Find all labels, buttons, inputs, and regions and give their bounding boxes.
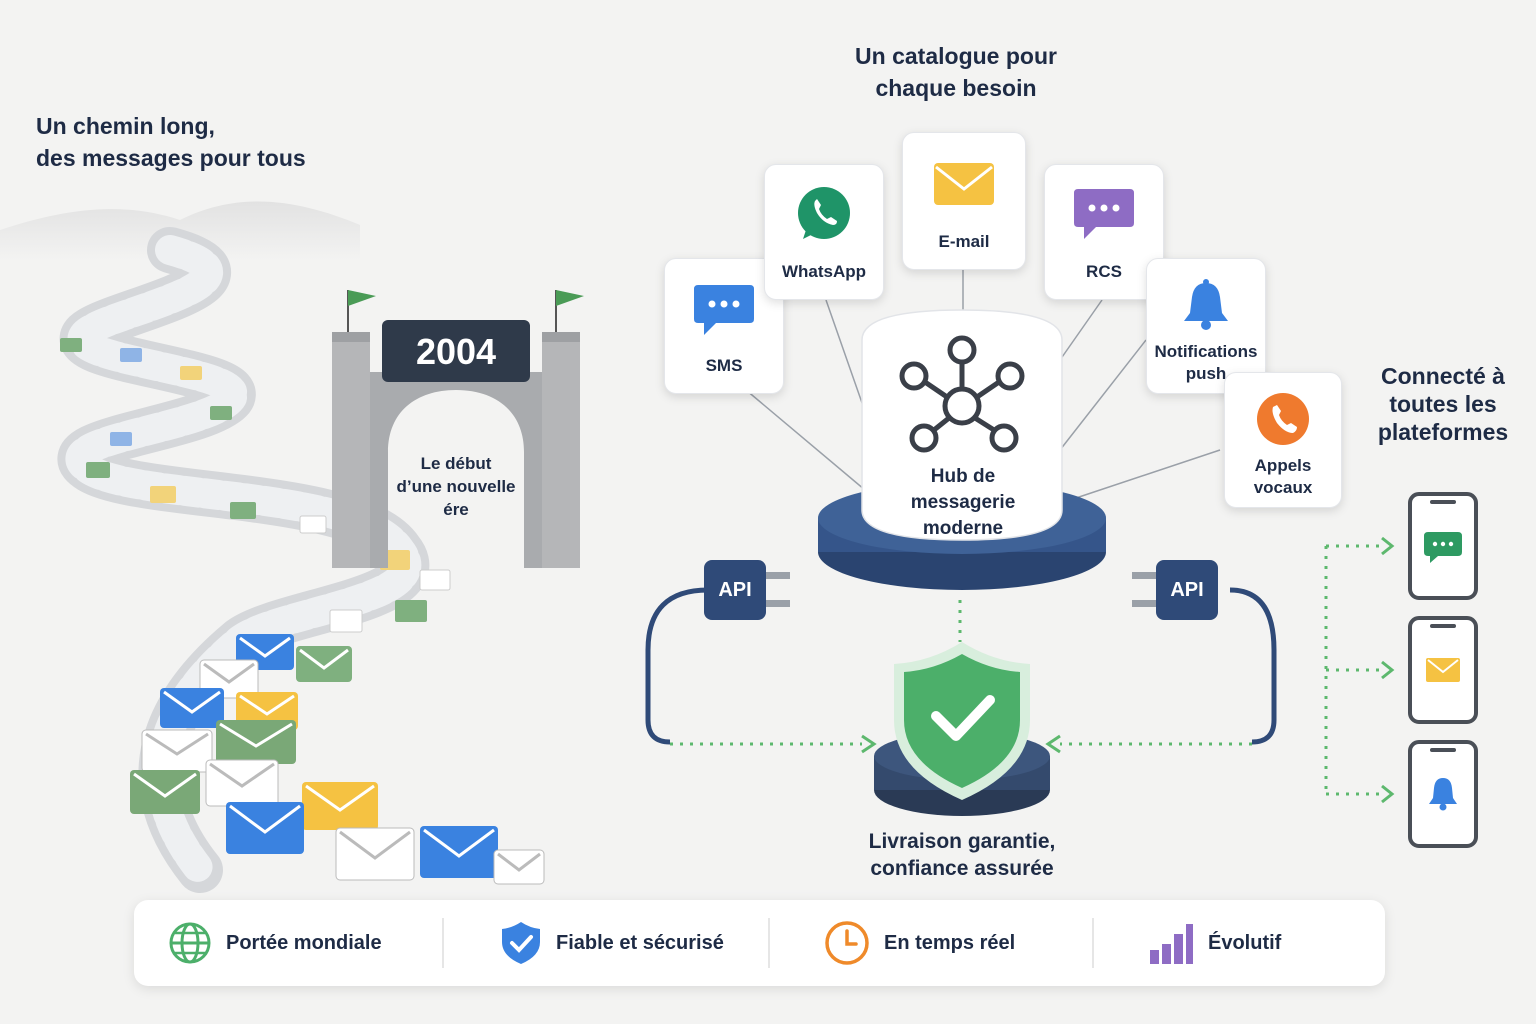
- chat-bubble-icon: [694, 285, 754, 335]
- channel-card-email[interactable]: E-mail: [902, 132, 1026, 270]
- feature-divider: [442, 918, 444, 968]
- flag-icon: [555, 290, 584, 332]
- channel-label-voice-line2: vocaux: [1253, 478, 1313, 497]
- channel-card-rcs[interactable]: RCS: [1044, 164, 1164, 300]
- api-left-label: API: [718, 579, 752, 601]
- left-cable: [645, 587, 709, 745]
- channel-label-push-line1: Notifications: [1154, 342, 1258, 361]
- far-envelopes: [60, 338, 451, 633]
- chat-bubble-icon: [1074, 189, 1134, 239]
- network-hub-icon: [899, 335, 1025, 453]
- right-api-plug: [1132, 560, 1218, 620]
- feature-scalable: Évolutif: [1148, 900, 1281, 986]
- channel-label-whatsapp: WhatsApp: [781, 262, 867, 281]
- left-api-plug: [704, 560, 790, 620]
- hub-label-line1: Hub de: [930, 466, 996, 487]
- channel-card-voice[interactable]: Appels vocaux: [1224, 372, 1342, 508]
- flag-icon: [347, 290, 376, 332]
- bar-chart-icon: [1150, 924, 1193, 964]
- channel-label-push-line2: push: [1185, 364, 1227, 383]
- gate-caption: Le début d’une nouvelle ére: [386, 452, 526, 521]
- road-title-line2: des messages pour tous: [36, 145, 306, 171]
- gate-2004: [332, 290, 584, 568]
- gate-caption-line2: d’une nouvelle: [396, 477, 516, 496]
- platforms-title-line2: toutes les: [1389, 391, 1497, 417]
- gate-caption-line3: ére: [443, 500, 469, 519]
- feature-bar: Portée mondiale Fiable et sécurisé En te…: [134, 900, 1385, 986]
- feature-real-time: En temps réel: [824, 900, 1015, 986]
- shield-icon: [502, 922, 540, 964]
- gate-caption-line1: Le début: [420, 454, 492, 473]
- channel-label-voice: Appels vocaux: [1254, 455, 1313, 499]
- feature-global-reach: Portée mondiale: [168, 900, 382, 986]
- platforms-title: Connecté à toutes les plateformes: [1368, 362, 1518, 446]
- platform-devices: [1324, 492, 1478, 848]
- catalog-title-line2: chaque besoin: [875, 75, 1037, 101]
- catalog-title-line1: Un catalogue pour: [855, 43, 1057, 69]
- bell-icon: [1429, 778, 1457, 811]
- feature-label-global: Portée mondiale: [226, 931, 382, 954]
- hub-label-line2: messagerie: [910, 492, 1016, 513]
- hub-label-line3: moderne: [922, 518, 1004, 539]
- delivery-label: Livraison garantie, confiance assurée: [840, 828, 1084, 882]
- feature-reliable-secure: Fiable et sécurisé: [500, 900, 724, 986]
- road-title: Un chemin long, des messages pour tous: [36, 110, 306, 174]
- whatsapp-icon: [798, 187, 850, 239]
- globe-icon: [169, 922, 211, 964]
- platforms-title-line3: plateformes: [1377, 419, 1509, 445]
- feature-label-secure: Fiable et sécurisé: [556, 931, 724, 954]
- channel-label-voice-line1: Appels: [1254, 456, 1312, 475]
- api-delivery-diagram: [645, 560, 1277, 816]
- chat-bubble-icon: [1424, 532, 1462, 563]
- near-envelopes: [130, 634, 545, 885]
- clock-icon: [825, 921, 869, 965]
- catalog-title: Un catalogue pour chaque besoin: [820, 40, 1092, 104]
- hub-label: Hub de messagerie moderne: [880, 464, 1046, 542]
- device-flow-lines: [1324, 544, 1382, 796]
- channel-label-email: E-mail: [938, 232, 990, 251]
- channel-label-push: Notifications push: [1155, 341, 1258, 385]
- delivery-label-line2: confiance assurée: [870, 857, 1054, 880]
- messaging-hub: [818, 309, 1106, 590]
- feature-divider: [1092, 918, 1094, 968]
- platforms-title-line1: Connecté à: [1381, 363, 1505, 389]
- right-cable: [1229, 587, 1277, 745]
- gate-year: 2004: [415, 331, 497, 372]
- feature-divider: [768, 918, 770, 968]
- api-right-label: API: [1170, 579, 1204, 601]
- envelope-icon: [1426, 658, 1460, 682]
- envelope-icon: [934, 163, 994, 205]
- channel-label-rcs: RCS: [1086, 262, 1122, 281]
- feature-label-scalable: Évolutif: [1208, 931, 1282, 954]
- delivery-label-line1: Livraison garantie,: [868, 830, 1056, 853]
- shield-check-icon: [894, 642, 1030, 800]
- channel-label-sms: SMS: [705, 356, 743, 375]
- smartphone-bell: [1408, 740, 1478, 848]
- phone-icon: [1257, 393, 1309, 445]
- channel-card-push[interactable]: Notifications push: [1146, 258, 1266, 394]
- smartphone-chat: [1408, 492, 1478, 600]
- smartphone-email: [1408, 616, 1478, 724]
- channel-card-whatsapp[interactable]: WhatsApp: [764, 164, 884, 300]
- dotted-flow: [670, 600, 1252, 746]
- feature-label-realtime: En temps réel: [884, 931, 1016, 954]
- bell-icon: [1184, 279, 1228, 330]
- road-title-line1: Un chemin long,: [36, 113, 215, 139]
- message-road: [0, 201, 545, 893]
